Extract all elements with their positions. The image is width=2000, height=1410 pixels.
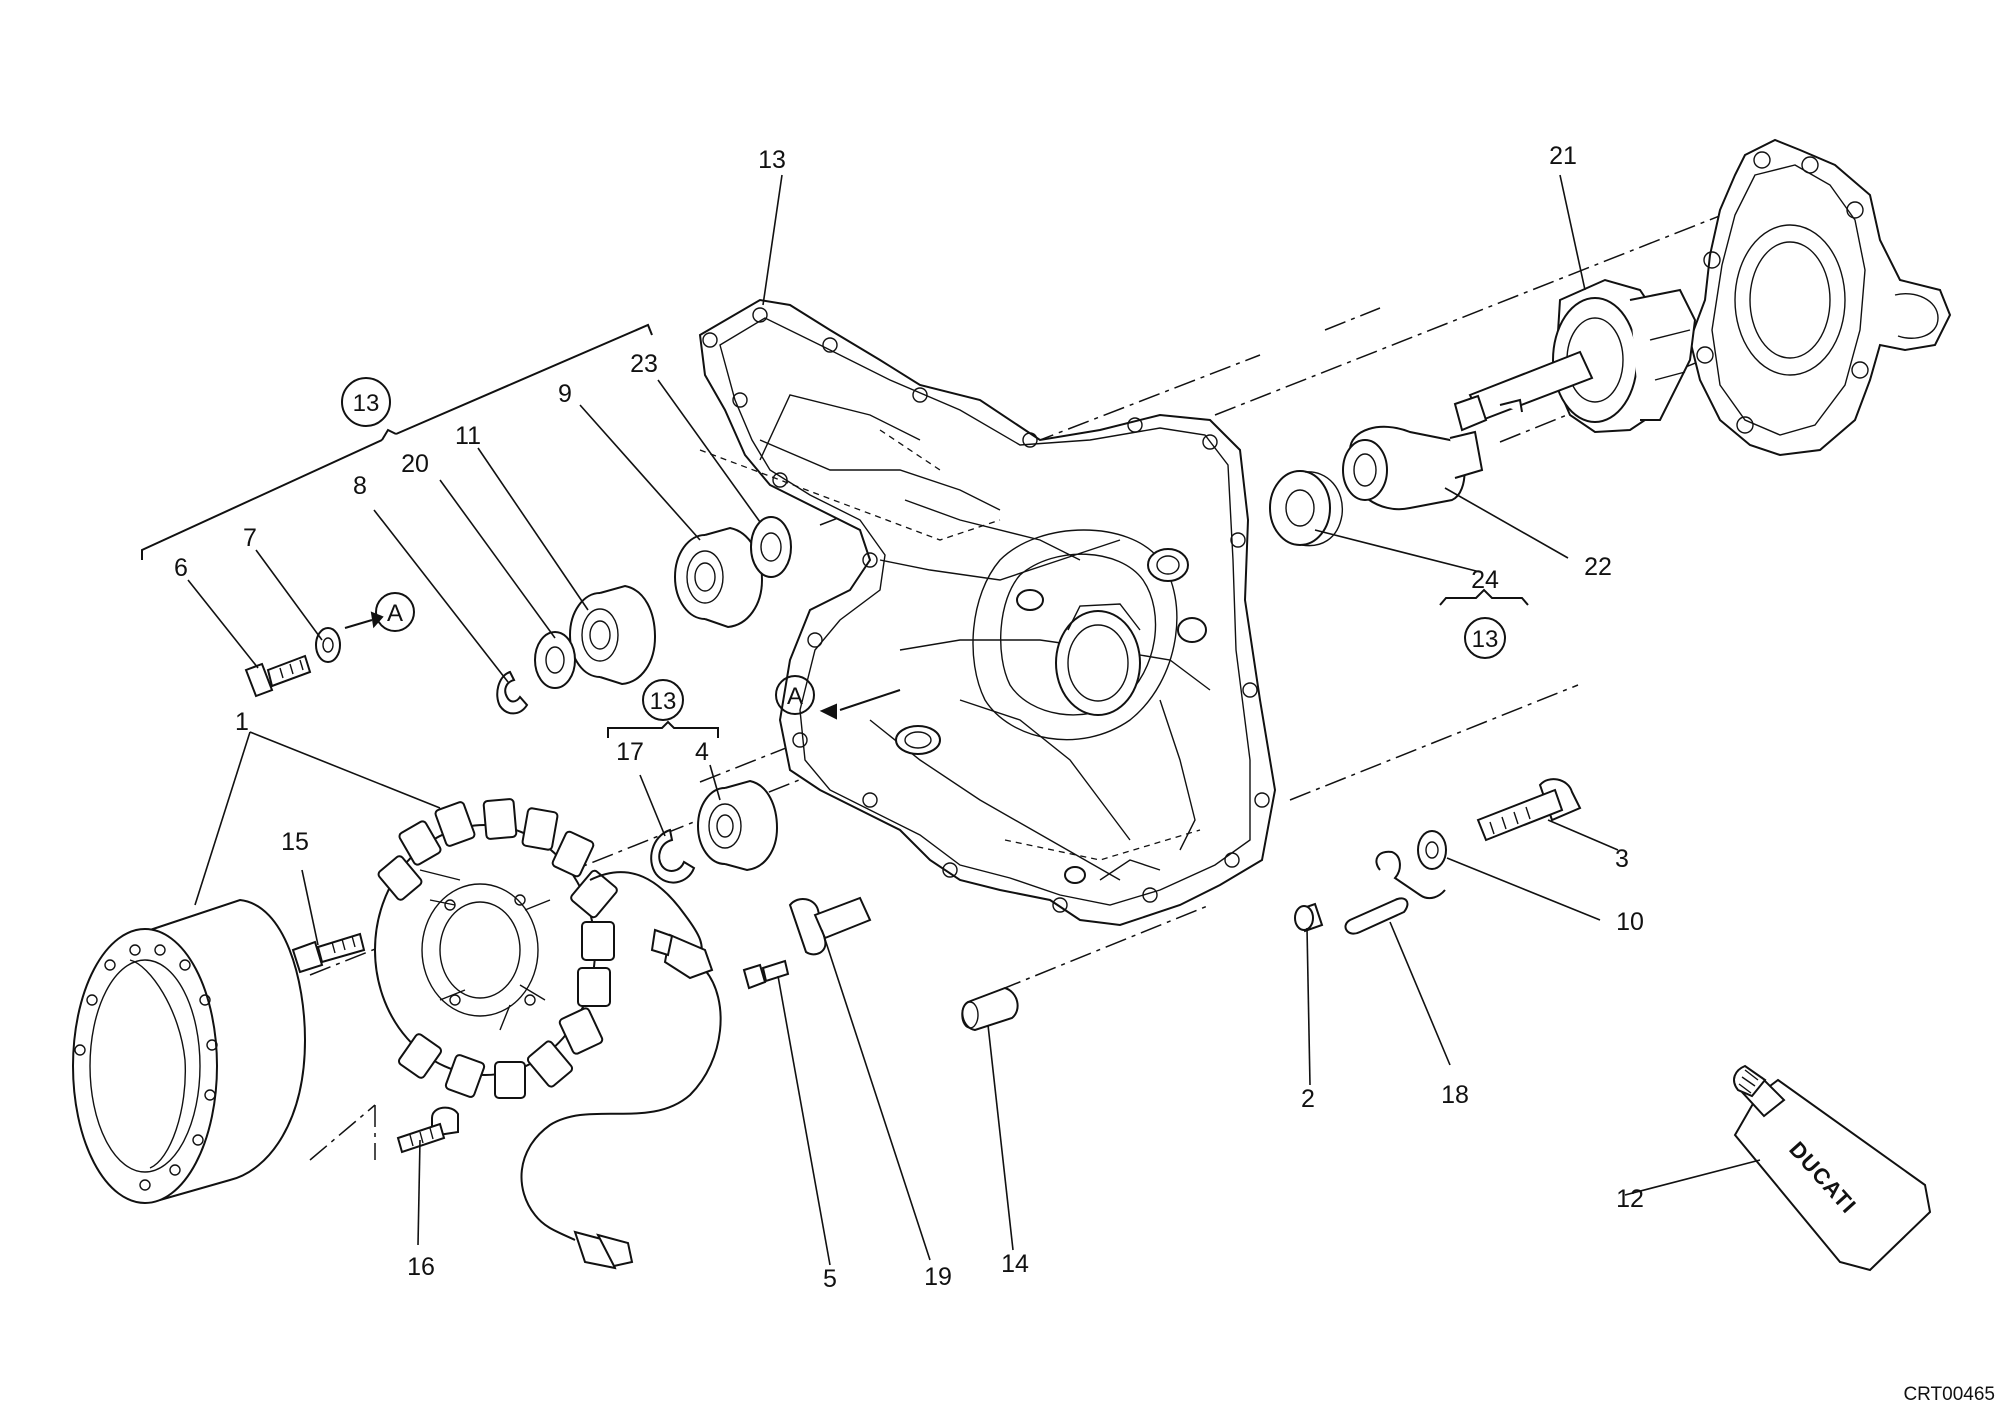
callout-6: 6 [174, 554, 188, 582]
callout-4: 4 [695, 738, 709, 766]
circlip-17 [650, 828, 696, 884]
bearing-4 [697, 779, 779, 872]
cable-clip-19 [788, 896, 872, 956]
plug-2 [1294, 902, 1324, 933]
callout-14: 14 [1001, 1250, 1029, 1278]
stator-cable [520, 871, 722, 1270]
washer-7 [315, 627, 341, 663]
callout-12: 12 [1616, 1185, 1644, 1213]
callout-17: 17 [616, 738, 644, 766]
mechanical-seal [1342, 425, 1484, 511]
callout-9: 9 [558, 380, 572, 408]
screw-16 [396, 1106, 459, 1154]
bearing-9 [674, 526, 764, 629]
stator [374, 798, 618, 1099]
leader-lines [187, 174, 1761, 1266]
shim-20 [534, 631, 576, 689]
group-marker-17-4: 13 [642, 679, 684, 721]
rotor-flywheel [72, 898, 307, 1204]
callout-18: 18 [1441, 1081, 1469, 1109]
group-marker-17-4-label: 13 [650, 688, 677, 715]
callout-10: 10 [1616, 908, 1644, 936]
seal-ring [1269, 470, 1343, 547]
drawing-code: CRT00465 [1903, 1384, 1995, 1405]
callout-23: 23 [630, 350, 658, 378]
callout-13: 13 [758, 146, 786, 174]
callout-labels: 1 2 3 4 5 6 7 8 9 10 11 12 13 14 15 16 1… [174, 142, 1644, 1293]
sealant-tube-12: DUCATI [1733, 1064, 1932, 1272]
spring-clip-18 [1344, 850, 1446, 935]
callout-20: 20 [401, 450, 429, 478]
callout-1: 1 [235, 708, 249, 736]
reference-marker-lower: A [775, 675, 901, 720]
callout-22: 22 [1584, 553, 1612, 581]
screw-6 [244, 654, 312, 698]
washer-23 [750, 516, 792, 578]
callout-3: 3 [1615, 845, 1629, 873]
reference-marker-upper: A [344, 592, 415, 632]
washer-10 [1417, 830, 1447, 870]
callout-7: 7 [243, 524, 257, 552]
group-marker-main-label: 13 [353, 390, 380, 417]
callout-15: 15 [281, 828, 309, 856]
group-bracket-main [141, 323, 653, 560]
group-marker-24: 13 [1464, 617, 1506, 659]
callout-11: 11 [455, 422, 481, 450]
group-bracket-24 [1439, 588, 1529, 606]
callout-21: 21 [1549, 142, 1577, 170]
bolt-3 [1476, 778, 1582, 842]
group-marker-24-label: 13 [1472, 626, 1499, 653]
group-marker-main: 13 [341, 377, 391, 427]
callout-5: 5 [823, 1265, 837, 1293]
screw-15 [291, 932, 366, 974]
bearing-11 [569, 584, 657, 686]
alternator-cover-housing [698, 298, 1277, 927]
circlip-8 [496, 670, 529, 715]
callout-19: 19 [924, 1263, 952, 1291]
screw-5 [742, 959, 790, 990]
callout-2: 2 [1301, 1085, 1315, 1113]
group-bracket-17-4 [607, 720, 719, 738]
callout-8: 8 [353, 472, 367, 500]
callout-16: 16 [407, 1253, 435, 1281]
callout-24: 24 [1471, 566, 1499, 594]
impeller-shaft [1453, 278, 1697, 434]
reference-marker-lower-label: A [787, 683, 803, 710]
dowel-14 [961, 986, 1019, 1032]
water-pump-cover [1688, 138, 1952, 457]
reference-marker-upper-label: A [387, 600, 403, 627]
